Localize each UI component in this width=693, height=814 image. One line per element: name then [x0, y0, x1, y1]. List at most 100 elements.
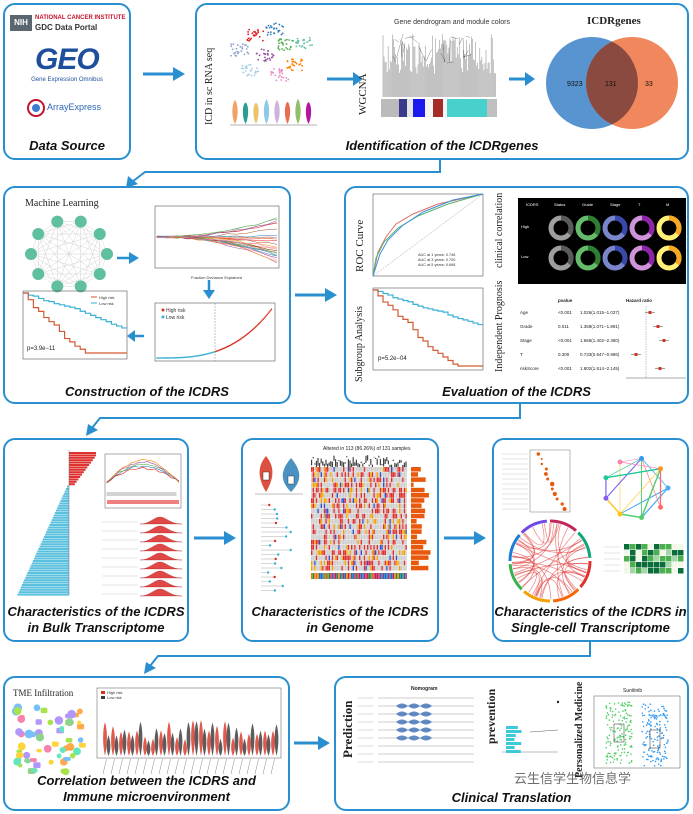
onco-cell [317, 550, 319, 555]
umap-point [273, 68, 275, 70]
onco-cell [320, 534, 322, 540]
risk-point [264, 316, 266, 318]
dendrogram-link [441, 34, 445, 63]
onco-cell [315, 477, 318, 483]
onco-cell [367, 472, 369, 477]
onco-cell [384, 555, 386, 561]
onco-cell [323, 519, 326, 524]
onco-cell [315, 487, 318, 493]
forest-row-hr: 1.026(1.015−1.037) [580, 310, 620, 315]
ridge-shape [139, 516, 183, 525]
nih-badge: NIH [10, 15, 32, 31]
drug-point-low [612, 730, 614, 732]
umap-point [275, 27, 278, 30]
onco-cell [383, 477, 385, 483]
onco-cell [360, 534, 362, 540]
onco-cell [346, 529, 348, 535]
drug-point-high [650, 716, 652, 719]
onco-cell [399, 529, 401, 535]
onco-cell [381, 545, 383, 550]
onco-cell [376, 529, 378, 535]
onco-cell [357, 498, 359, 503]
drug-point-high [663, 758, 665, 760]
onco-cell [343, 534, 345, 540]
onco-cell [371, 467, 374, 472]
lasso-path [156, 236, 278, 253]
onco-cell [379, 498, 382, 503]
drug-point-high [641, 721, 644, 723]
onco-cell [344, 498, 346, 503]
drug-point-high [666, 757, 668, 760]
onco-annotation [341, 573, 343, 579]
onco-cell [328, 477, 330, 483]
pathway-cell [630, 544, 636, 550]
umap-point [285, 80, 288, 82]
onco-cell [328, 472, 330, 477]
onco-cell [383, 498, 385, 503]
immune-violin-high [175, 737, 179, 756]
umap-point [241, 67, 243, 70]
onco-annotation [403, 573, 406, 579]
network-edge [57, 221, 100, 235]
lollipop-dot [285, 526, 288, 529]
onco-cell [352, 513, 354, 519]
tme-cell [35, 719, 42, 725]
bulk-bar-down [58, 504, 69, 507]
immune-xlabel [134, 758, 139, 775]
onco-cell [317, 498, 319, 503]
onco-cell [362, 487, 364, 493]
network-edge [38, 233, 100, 275]
immune-violin-high [215, 725, 219, 756]
drug-point-low [605, 707, 608, 709]
pathway-cell [642, 568, 648, 574]
onco-cell [399, 534, 401, 540]
chord-arc [520, 519, 548, 534]
onco-side-bar [411, 534, 418, 540]
onco-cell [314, 560, 316, 566]
onco-annotation [333, 573, 335, 579]
onco-cell [327, 519, 329, 524]
drug-point-high [660, 737, 663, 740]
onco-cell [336, 560, 338, 566]
tme-cell [63, 757, 71, 761]
onco-cell [359, 487, 361, 493]
onco-cell [323, 477, 326, 483]
onco-cell [362, 539, 364, 545]
prevention-bar [506, 742, 522, 745]
onco-cell [389, 472, 391, 477]
drug-point-high [652, 759, 654, 762]
onco-cell [315, 524, 318, 529]
umap-point [302, 39, 305, 42]
onco-cell [319, 545, 321, 550]
onco-cell [389, 482, 391, 488]
onco-cell [394, 519, 396, 524]
onco-cell [400, 487, 402, 493]
onco-cell [370, 508, 372, 514]
chord-arc [579, 560, 592, 588]
onco-cell [383, 529, 385, 535]
prevention-plot [502, 700, 560, 753]
onco-cell [311, 482, 313, 488]
ridge-shape [139, 588, 183, 597]
onco-cell [335, 545, 337, 550]
onco-cell [327, 550, 329, 555]
umap-point [281, 25, 284, 28]
umap-point [287, 66, 290, 69]
onco-cell [381, 513, 383, 519]
lollipop-dot [266, 571, 270, 574]
drug-point-low [621, 735, 623, 738]
onco-cell [331, 550, 334, 555]
onco-cell [330, 487, 332, 493]
onco-cell [344, 560, 346, 566]
drug-point-low [618, 719, 620, 721]
onco-top-bar [392, 459, 394, 462]
immune-violin-high [143, 736, 147, 756]
onco-cell [327, 524, 329, 529]
onco-cell [392, 513, 394, 519]
drug-point-low [621, 732, 623, 735]
onco-cell [384, 487, 386, 493]
onco-cell [347, 560, 350, 566]
onco-cell [312, 519, 314, 524]
venn-diagram: 9323 131 33 [546, 37, 678, 129]
forest-point [656, 325, 660, 328]
